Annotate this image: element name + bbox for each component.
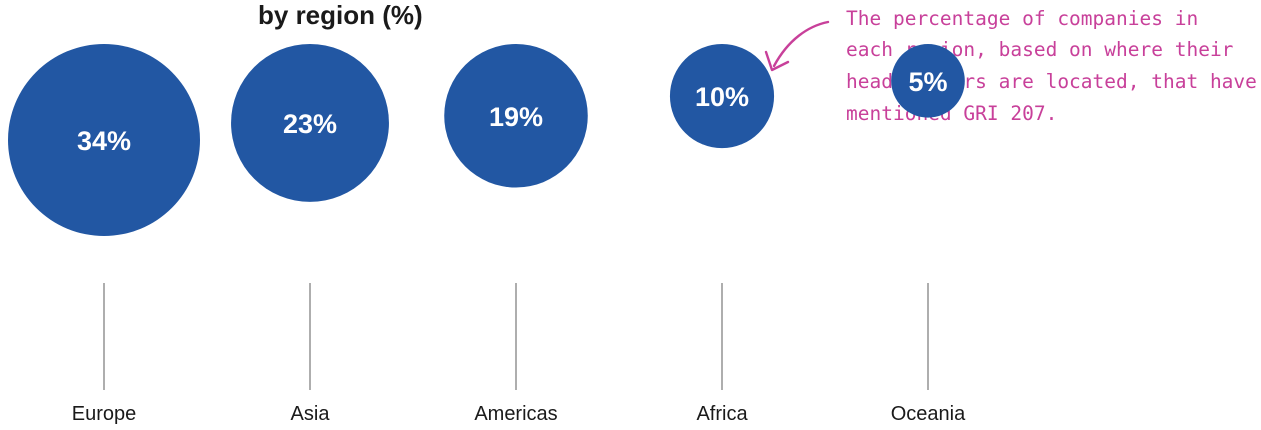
bubble-oceania (891, 43, 965, 118)
bubble-africa (669, 44, 775, 149)
category-label-americas: Americas (474, 403, 557, 425)
chart-title: by region (%) (258, 0, 423, 30)
annotation-line-4: mentioned GRI 207. (846, 102, 1057, 125)
annotation-arrowhead (764, 50, 790, 72)
value-label-asia: 23% (283, 109, 337, 139)
annotation-arrow (772, 20, 830, 68)
category-label-asia: Asia (291, 403, 331, 425)
value-label-americas: 19% (489, 102, 543, 132)
annotation: The percentage of companies in each regi… (764, 7, 1257, 125)
value-label-oceania: 5% (908, 67, 947, 97)
category-label-europe: Europe (72, 403, 137, 425)
category-label-africa: Africa (696, 403, 748, 425)
annotation-line-1: The percentage of companies in (846, 7, 1198, 30)
bubble-series: 34% Europe 23% Asia 19% Americas 10% Africa 5% Oc… (8, 43, 966, 425)
bubble-asia (231, 44, 389, 202)
value-label-africa: 10% (695, 82, 749, 112)
bubble-americas (444, 44, 588, 188)
value-label-europe: 34% (77, 126, 131, 156)
bubble-europe (8, 44, 200, 236)
category-label-oceania: Oceania (891, 403, 966, 425)
